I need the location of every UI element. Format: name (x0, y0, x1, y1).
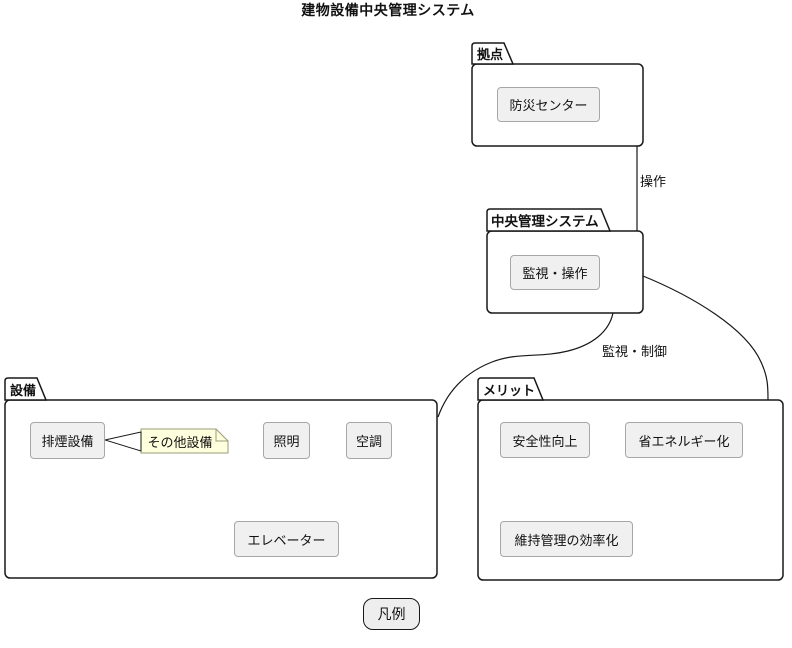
node-shoene: 省エネルギー化 (625, 422, 743, 458)
edge-central-to-merit (642, 275, 769, 401)
package-central-label: 中央管理システム (491, 214, 599, 230)
node-iji-kanri: 維持管理の効率化 (500, 521, 633, 557)
note-connector-wedge (103, 431, 142, 452)
package-site-label: 拠点 (477, 48, 504, 63)
diagram-title: 建物設備中央管理システム (301, 3, 475, 19)
edge-label-kanshi-seigyo: 監視・制御 (602, 345, 668, 360)
node-kucho: 空調 (346, 422, 392, 459)
package-merit-label: メリット (483, 383, 536, 399)
package-central-tab (486, 208, 612, 232)
note-label: その他設備 (147, 435, 213, 451)
package-equipment-label: 設備 (10, 383, 37, 399)
edge-central-to-equipment (437, 312, 614, 418)
node-haien: 排煙設備 (30, 422, 105, 459)
note-fold-icon (215, 429, 228, 442)
package-merit-tab (477, 377, 545, 401)
legend-box: 凡例 (363, 598, 420, 630)
edge-label-sousa: 操作 (640, 175, 667, 190)
node-elevator: エレベーター (234, 521, 339, 557)
node-bousai-center: 防災センター (497, 87, 600, 122)
node-kanshi-sousa: 監視・操作 (510, 255, 600, 290)
node-shomei: 照明 (263, 422, 310, 459)
package-site-tab (471, 42, 515, 65)
node-anzensei: 安全性向上 (500, 422, 590, 458)
package-equipment-tab (4, 377, 48, 401)
